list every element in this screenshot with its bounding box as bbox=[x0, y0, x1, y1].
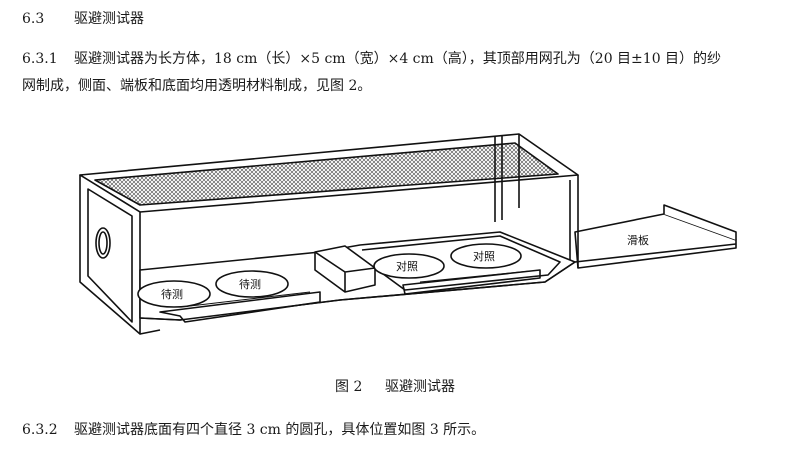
figure-title: 驱避测试器 bbox=[385, 379, 455, 395]
paragraph-6-3-1-line-1: 6.3.1 驱避测试器为长方体，18 cm（长）×5 cm（宽）×4 cm（高），… bbox=[22, 50, 721, 68]
control-hole-1 bbox=[373, 253, 445, 279]
paragraph-6-3-2: 6.3.2 驱避测试器底面有四个直径 3 cm 的圆孔，具体位置如图 3 所示。 bbox=[22, 421, 485, 439]
left-slide-tray bbox=[159, 291, 321, 323]
paragraph-text: 驱避测试器底面有四个直径 3 cm 的圆孔，具体位置如图 3 所示。 bbox=[74, 422, 486, 438]
paragraph-6-3-1-line-2: 网制成，侧面、端板和底面均用透明材料制成，见图 2。 bbox=[22, 78, 372, 94]
test-hole-1-label: 待测 bbox=[161, 287, 183, 301]
control-hole-1-label: 对照 bbox=[396, 259, 418, 273]
control-hole-2-label: 对照 bbox=[473, 249, 495, 263]
test-hole-2 bbox=[215, 270, 289, 298]
section-heading: 6.3 驱避测试器 bbox=[22, 10, 144, 28]
test-hole-2-label: 待测 bbox=[239, 277, 261, 291]
slide-plate-edge bbox=[574, 243, 737, 263]
slide-plate-label: 滑板 bbox=[627, 233, 649, 247]
left-end-plate-inner bbox=[87, 188, 133, 323]
figure-number: 图 2 bbox=[335, 379, 363, 395]
front-bottom-rail bbox=[139, 329, 161, 335]
middle-divider bbox=[314, 245, 376, 293]
slide-plate-tab bbox=[663, 204, 737, 240]
top-mesh bbox=[94, 142, 559, 206]
clause-number-6-3-2: 6.3.2 bbox=[22, 422, 58, 438]
repellent-tester-figure: 待测 待测 对照 对照 滑板 bbox=[79, 133, 737, 335]
section-number: 6.3 bbox=[22, 11, 45, 27]
paragraph-text: 驱避测试器为长方体，18 cm（长）×5 cm（宽）×4 cm（高），其顶部用网… bbox=[74, 51, 722, 67]
control-hole-2 bbox=[450, 243, 522, 269]
test-hole-1 bbox=[137, 280, 211, 308]
figure-caption: 图 2 驱避测试器 bbox=[335, 378, 455, 396]
section-title: 驱避测试器 bbox=[74, 11, 144, 27]
right-frame-post bbox=[518, 134, 579, 268]
clause-number-6-3-1: 6.3.1 bbox=[22, 51, 58, 67]
